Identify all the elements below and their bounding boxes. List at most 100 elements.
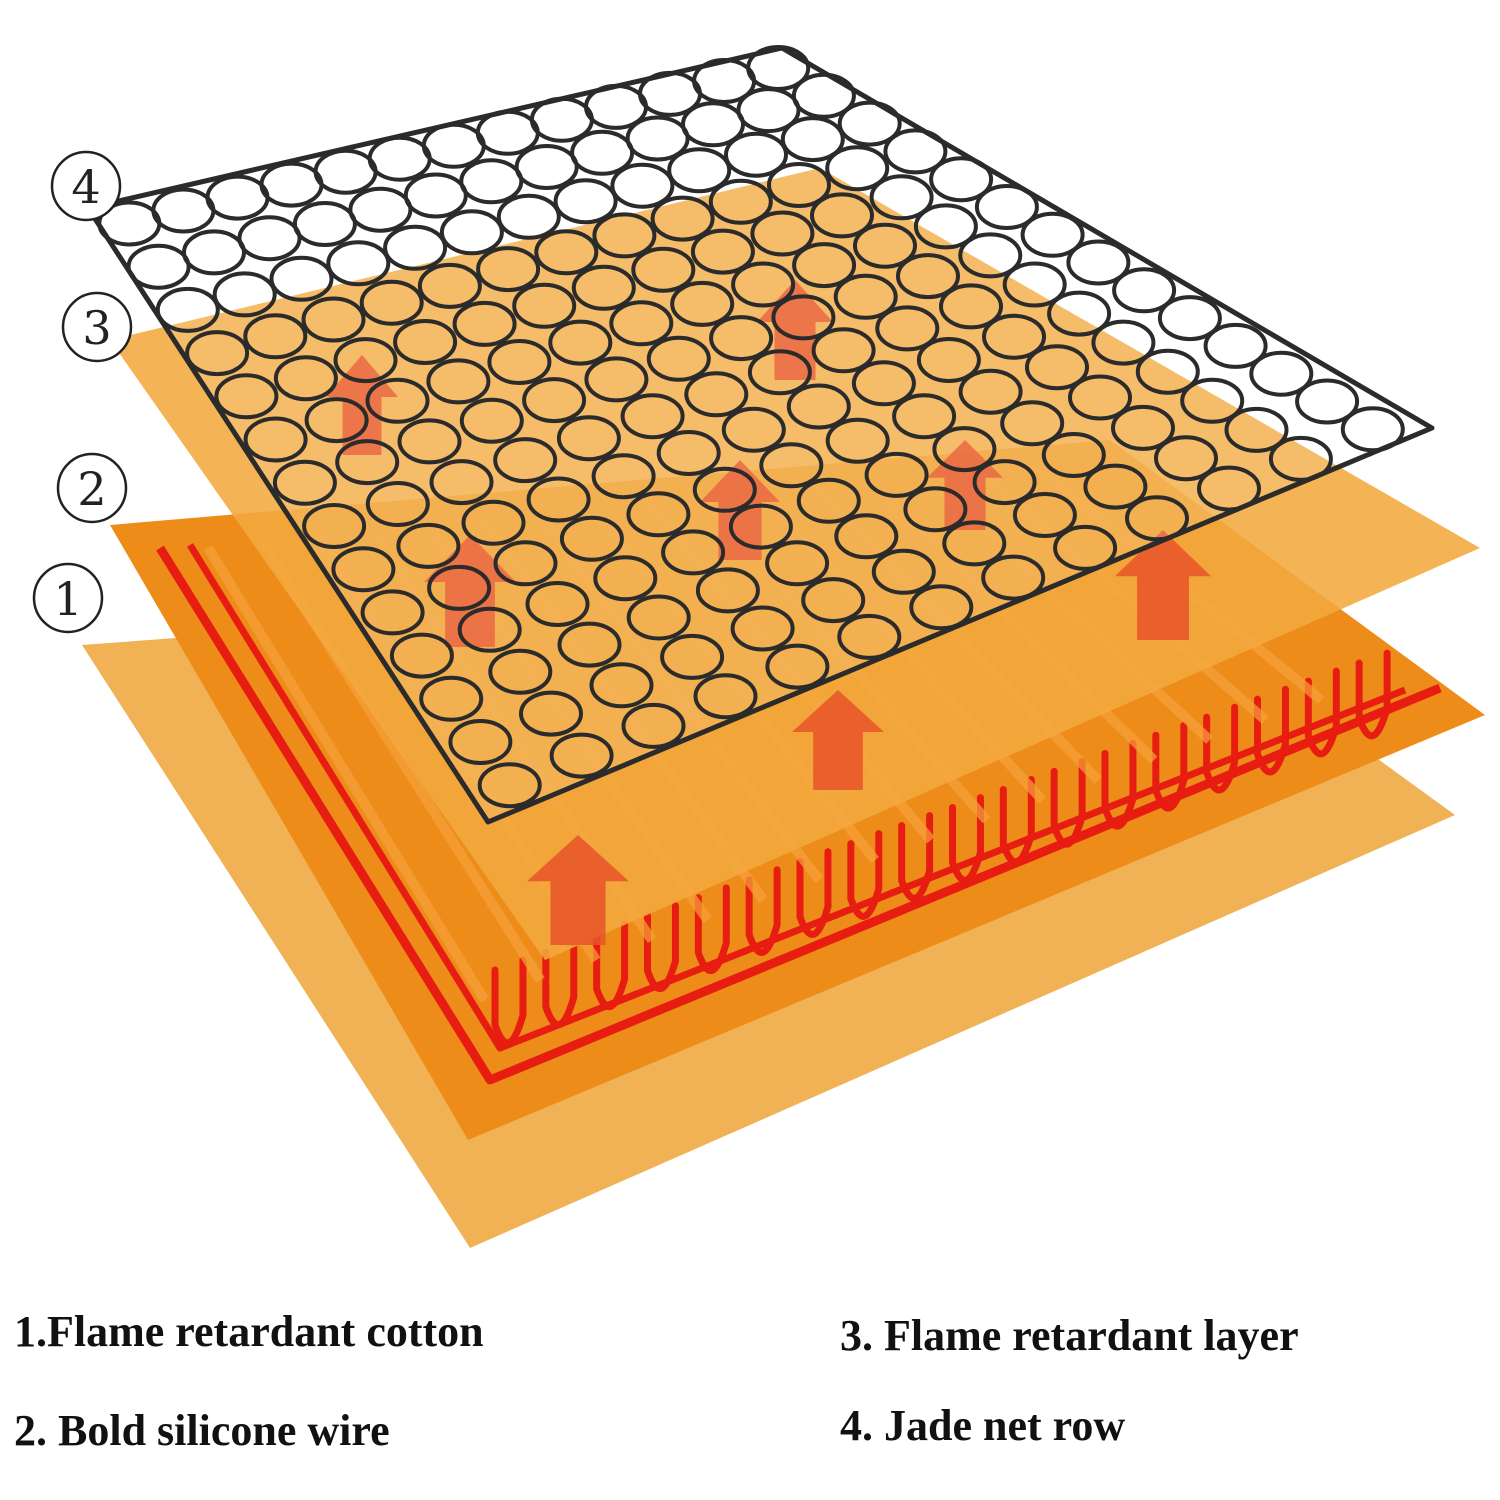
net-hole — [1197, 465, 1261, 512]
net-hole — [525, 581, 590, 627]
net-hole — [396, 522, 461, 569]
net-hole — [709, 315, 774, 362]
net-hole — [670, 280, 735, 327]
net-hole — [589, 662, 654, 709]
net-hole — [750, 210, 815, 257]
net-hole — [1066, 239, 1131, 286]
net-hole — [526, 476, 591, 523]
net-hole — [393, 319, 458, 365]
net-hole — [1000, 400, 1065, 447]
net-hole — [452, 300, 517, 347]
net-hole — [1041, 432, 1106, 478]
net-hole — [570, 129, 635, 176]
net-hole — [476, 246, 541, 293]
net-hole — [269, 255, 334, 302]
net-hole — [326, 240, 391, 287]
marker-2-label: 2 — [77, 462, 106, 516]
net-hole — [939, 283, 1003, 330]
net-hole — [488, 648, 553, 695]
net-hole — [695, 567, 760, 614]
net-hole — [365, 377, 430, 424]
net-hole — [1068, 374, 1132, 421]
net-hole — [593, 555, 658, 602]
net-hole — [243, 313, 308, 360]
net-hole — [771, 294, 836, 341]
legend-item-2: 2. Bold silicone wire — [14, 1406, 390, 1455]
net-hole — [982, 313, 1046, 360]
marker-4: 4 — [50, 150, 122, 222]
net-hole — [721, 406, 786, 453]
net-hole — [439, 209, 504, 256]
net-hole — [796, 477, 861, 524]
legend-item-3: 3. Flame retardant layer — [840, 1311, 1299, 1360]
net-hole — [834, 513, 899, 560]
net-hole — [459, 397, 524, 444]
net-hole — [1203, 322, 1268, 369]
net-hole — [459, 158, 524, 205]
net-hole — [621, 702, 686, 749]
heat-arrow — [1115, 530, 1211, 640]
net-hole — [272, 459, 337, 506]
net-hole — [1112, 267, 1177, 314]
net-hole — [493, 437, 558, 484]
net-hole — [942, 520, 1007, 567]
net-hole — [916, 337, 981, 383]
net-hole — [875, 305, 940, 352]
net-hole — [1091, 319, 1156, 366]
net-hole — [365, 481, 430, 527]
net-hole — [932, 426, 997, 473]
net-hole — [301, 296, 366, 343]
net-hole — [419, 675, 484, 722]
heat-arrow — [927, 440, 1003, 530]
net-hole — [667, 147, 732, 194]
net-hole — [487, 339, 552, 385]
net-hole — [837, 100, 902, 147]
net-hole — [534, 229, 599, 276]
net-hole — [417, 262, 482, 309]
net-hole — [383, 224, 448, 271]
net-hole — [646, 335, 711, 382]
net-hole — [1025, 344, 1089, 391]
net-hole — [1111, 404, 1175, 451]
net-hole — [864, 451, 929, 498]
net-hole — [929, 156, 994, 203]
net-hole — [292, 201, 357, 247]
net-hole — [656, 430, 721, 476]
net-hole — [477, 762, 542, 809]
net-hole — [811, 327, 876, 374]
legend-item-1: 1.Flame retardant cotton — [14, 1307, 484, 1356]
net-hole — [903, 486, 968, 533]
net-hole — [724, 131, 788, 178]
net-hole — [426, 358, 491, 405]
net-hole — [728, 503, 793, 550]
net-hole — [493, 540, 558, 587]
net-hole — [913, 203, 978, 250]
net-hole — [1268, 435, 1333, 482]
net-hole — [625, 115, 690, 162]
net-hole — [360, 589, 425, 636]
net-hole — [972, 459, 1037, 506]
layer-diagram: 4 3 2 1 — [32, 45, 1485, 1248]
net-hole — [592, 212, 657, 259]
net-hole — [1154, 435, 1218, 482]
net-hole — [427, 564, 492, 611]
net-hole — [212, 271, 277, 318]
net-hole — [736, 87, 801, 134]
net-hole — [155, 286, 220, 333]
net-hole — [333, 337, 398, 384]
net-hole — [681, 101, 745, 148]
net-hole — [690, 228, 755, 275]
net-hole — [650, 195, 715, 242]
net-hole — [496, 193, 561, 240]
net-hole — [810, 192, 874, 239]
net-hole — [304, 397, 369, 444]
net-hole — [126, 243, 191, 290]
net-hole — [837, 613, 902, 660]
net-hole — [974, 184, 1039, 230]
wire-run — [203, 544, 489, 1003]
net-hole — [1012, 492, 1077, 538]
net-hole — [684, 371, 749, 418]
marker-2: 2 — [56, 452, 128, 524]
net-hole — [833, 273, 898, 320]
